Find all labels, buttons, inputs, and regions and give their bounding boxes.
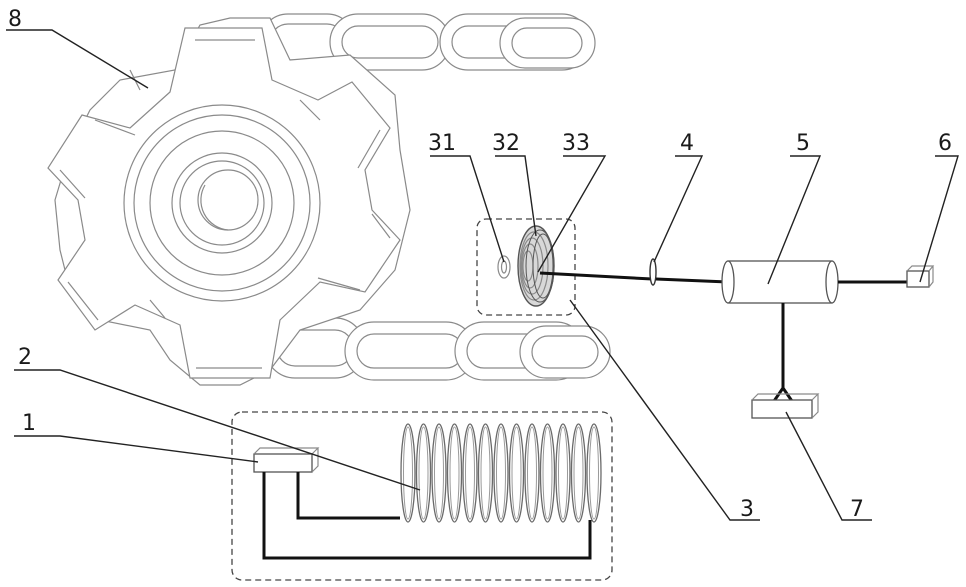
label-4: 4 <box>680 131 694 156</box>
label-6: 6 <box>938 131 952 156</box>
label-3: 3 <box>740 497 754 522</box>
label-5: 5 <box>796 131 810 156</box>
part-5-cylinder <box>722 261 838 303</box>
label-2: 2 <box>18 345 32 370</box>
part-7-block <box>752 394 818 418</box>
label-31: 31 <box>428 131 456 156</box>
spring-coil-inner <box>528 427 537 519</box>
part-6-block <box>907 266 933 287</box>
spring-coil-inner <box>543 427 552 519</box>
part-32-coil <box>518 226 554 306</box>
wire-4-to-5 <box>656 279 728 282</box>
spring-coil-inner <box>512 427 521 519</box>
label-8: 8 <box>8 7 22 32</box>
spring-coil-inner <box>435 427 444 519</box>
lower-chain <box>265 318 610 380</box>
label-1: 1 <box>22 411 36 436</box>
spring-assembly-box <box>232 412 612 580</box>
wire-33-to-4 <box>540 273 652 279</box>
spring-coil-inner <box>559 427 568 519</box>
spring-coil-inner <box>574 427 583 519</box>
part-1-block <box>254 448 318 472</box>
label-7: 7 <box>850 497 864 522</box>
spring-coil-inner <box>466 427 475 519</box>
label-33: 33 <box>562 131 590 156</box>
label-32: 32 <box>492 131 520 156</box>
spring-coil-inner <box>481 427 490 519</box>
wire-5-to-7 <box>772 303 794 404</box>
part-2-spring <box>401 424 601 522</box>
part-31-ring <box>498 256 510 278</box>
part-4-disc <box>650 259 656 285</box>
spring-coil-inner <box>590 427 599 519</box>
spring-coil-inner <box>404 427 413 519</box>
spring-coil-inner <box>497 427 506 519</box>
spring-coil-inner <box>450 427 459 519</box>
spring-coil-inner <box>419 427 428 519</box>
